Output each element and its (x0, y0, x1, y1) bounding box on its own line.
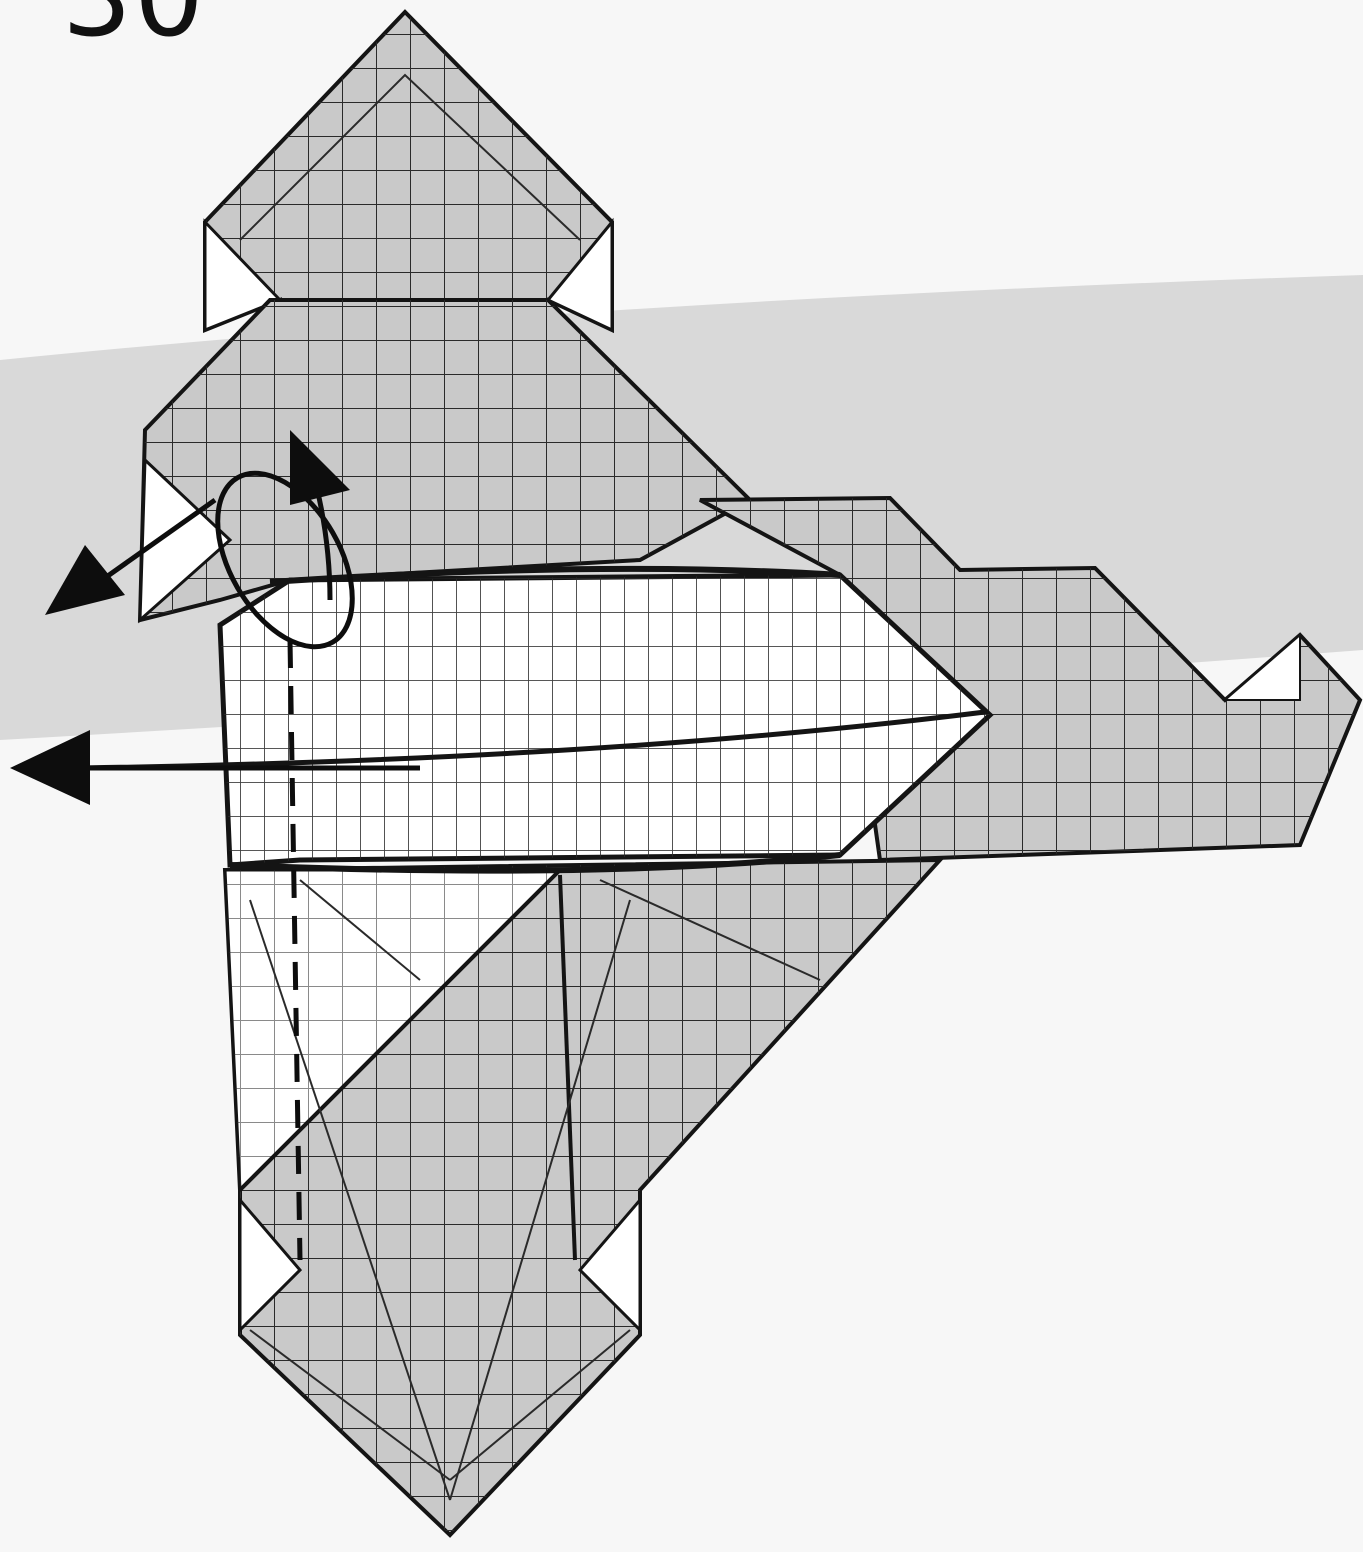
step-number: 30 (62, 0, 206, 52)
bottom-flap (225, 860, 940, 1535)
